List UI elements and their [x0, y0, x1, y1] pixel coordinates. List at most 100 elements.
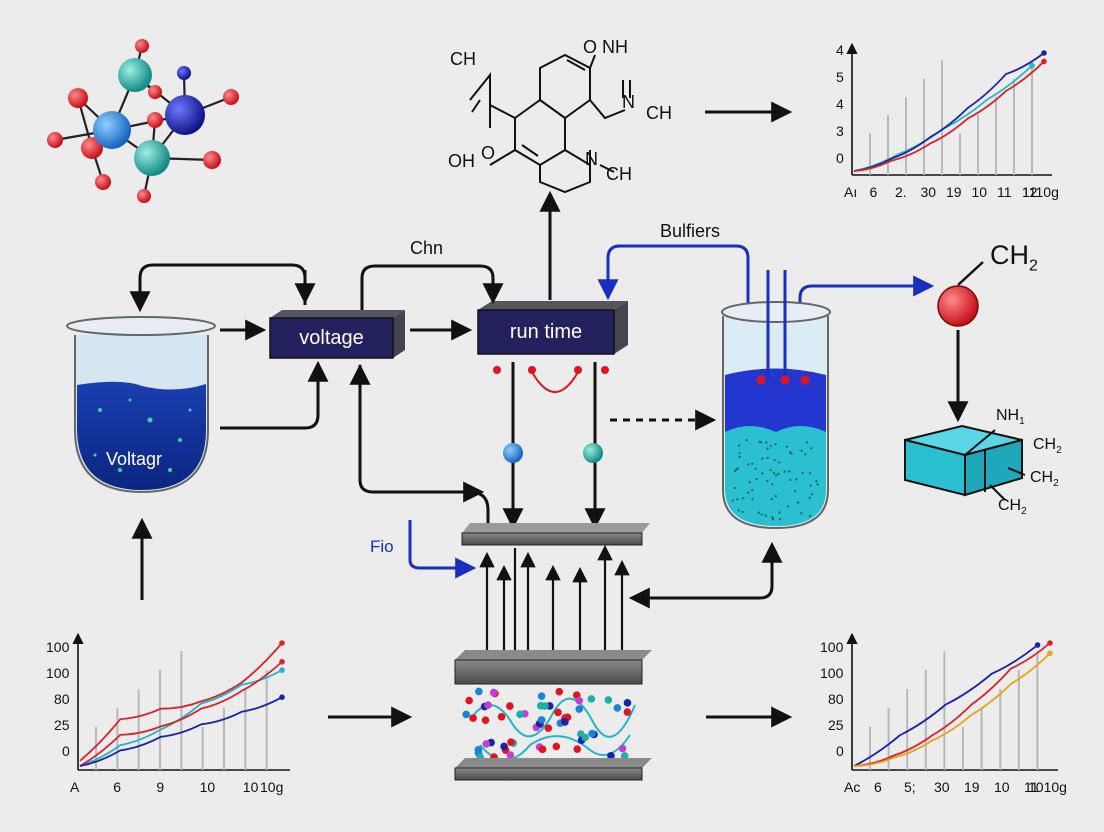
series-end-point [1029, 62, 1035, 69]
mol-o-nh: O NH [583, 37, 628, 57]
run-time-box[interactable] [477, 301, 628, 355]
cube-ch2-c-main: CH [998, 497, 1022, 514]
arrow-fio [408, 520, 477, 579]
speckle [786, 505, 789, 508]
speckle [747, 463, 750, 466]
ch2-atom-main: CH [990, 240, 1029, 270]
speckle [771, 516, 774, 519]
chn-label: Chn [410, 238, 444, 258]
speckle [733, 470, 737, 473]
y-tick-label: 4 [836, 42, 844, 58]
particle [507, 738, 515, 746]
speckle [745, 438, 748, 442]
cube-ch2-b: CH2 [1030, 470, 1059, 489]
arrow-tube-to-atom [798, 275, 935, 330]
y-tick-label: 80 [828, 691, 844, 707]
speckle [735, 468, 738, 471]
speckle [800, 449, 803, 453]
series-end-point [1041, 50, 1047, 56]
speckle [766, 447, 769, 450]
speckle [810, 447, 813, 450]
y-tick-label: 0 [836, 150, 844, 166]
particle [462, 710, 470, 719]
speckle [742, 497, 745, 500]
particle [607, 752, 615, 760]
voltage-box[interactable] [269, 310, 405, 359]
field-arrows [479, 544, 630, 655]
x-tick-label: A [70, 779, 80, 795]
x-tick-label: Aı [844, 184, 858, 200]
arrow-buffers [597, 244, 750, 318]
speckle [774, 495, 777, 498]
particle [618, 744, 627, 753]
speckle [803, 453, 807, 456]
cube-ch2-a: CH2 [1033, 437, 1062, 456]
x-tick-label: 6 [874, 779, 882, 795]
ball-stick-molecule [47, 39, 239, 203]
speckle [777, 472, 780, 475]
nh1-main: NH [996, 407, 1020, 424]
x-tick-label: 12 [1022, 184, 1038, 200]
speckle [751, 498, 754, 501]
series-line [79, 661, 283, 767]
test-tube [721, 270, 831, 530]
x-tick-label: 6 [113, 779, 121, 795]
x-tick-label: 6 [869, 184, 878, 200]
series-line [79, 696, 283, 767]
speckle [754, 467, 757, 470]
run-time-dots [493, 366, 609, 393]
y-tick-label: 4 [836, 96, 844, 112]
particle [554, 708, 562, 717]
particle [604, 696, 613, 704]
series-line [79, 669, 283, 767]
speckle [801, 471, 804, 475]
x-tick-label: 11 [1024, 779, 1039, 795]
speckle [772, 472, 776, 475]
mol-o-left: O [481, 143, 496, 163]
mol-oh: OH [448, 151, 475, 171]
y-tick-label: 25 [828, 717, 844, 733]
bottom-plate [454, 758, 652, 781]
speckle [789, 478, 792, 482]
speckle [816, 483, 819, 486]
y-tick-label: 0 [62, 743, 70, 759]
speckle [751, 489, 754, 492]
y-tick-label: 3 [836, 123, 844, 139]
particle [573, 745, 582, 753]
chart-bottom-left [72, 632, 290, 771]
speckle [815, 480, 818, 483]
particle [623, 708, 632, 716]
arrow-plate-to-voltage [358, 365, 490, 525]
x-tick-label: 2. [895, 184, 907, 200]
x-tick-label: 10g [260, 779, 284, 795]
x-tick-label: 1010g [1028, 779, 1067, 795]
atom-teal-small [583, 443, 603, 463]
x-tick-label: 10 [994, 779, 1010, 795]
arrow-beaker-up-to-voltage [220, 360, 329, 430]
x-tick-label: 5; [904, 779, 916, 795]
particle [587, 695, 596, 703]
particle [538, 745, 547, 754]
speckle [765, 441, 768, 444]
speckle [755, 477, 758, 481]
particle-field [462, 687, 636, 762]
particle [555, 687, 564, 696]
speckle [775, 474, 778, 477]
particle [541, 702, 549, 710]
mol-n-right: N [622, 92, 635, 112]
cube-ch2-b-sub: 2 [1053, 478, 1059, 490]
particle [544, 724, 553, 732]
speckle [778, 511, 781, 514]
x-tick-label: 19 [946, 184, 962, 200]
series-end-point [279, 667, 285, 673]
speckle [769, 469, 772, 472]
particle [481, 716, 490, 725]
speckle [766, 456, 769, 459]
speckle [808, 496, 811, 499]
particle [465, 696, 473, 705]
speckle [778, 461, 781, 464]
series-line [79, 642, 283, 762]
y-tick-label: 100 [820, 639, 844, 655]
beaker [66, 316, 216, 494]
